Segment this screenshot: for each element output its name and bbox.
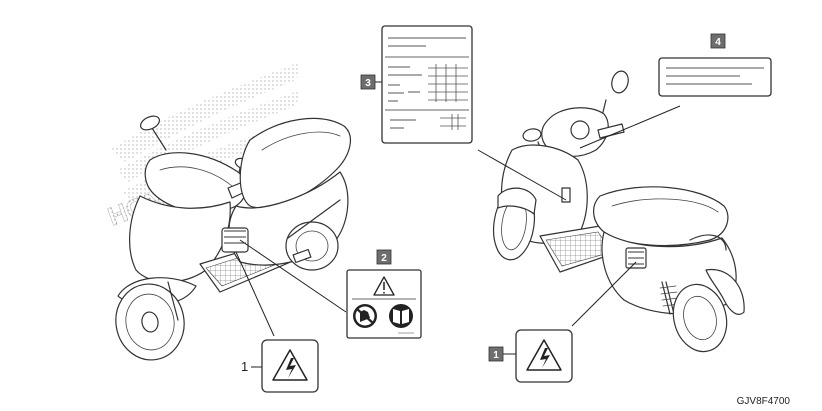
scooter-right-view — [492, 70, 745, 353]
read-manual-icon — [389, 304, 413, 328]
no-touch-prohibition-icon — [353, 304, 377, 328]
callout-4-number: 4 — [715, 37, 721, 48]
callout-3-number: 3 — [365, 78, 371, 89]
drawing-code: GJV8F4700 — [737, 396, 791, 407]
warning-triangle-icon — [373, 276, 395, 296]
label-4: 4 — [658, 33, 772, 97]
leader-lines — [235, 105, 681, 337]
label-2: 2 — [346, 249, 422, 339]
scooter-left-view — [115, 115, 352, 361]
label-1-left: 1 — [241, 339, 319, 393]
label-3: 3 — [360, 25, 473, 144]
callout-2-number: 2 — [381, 253, 387, 264]
callout-1-right-number: 1 — [493, 350, 499, 361]
electric-hazard-warning-icon — [526, 339, 562, 371]
electric-hazard-warning-icon — [272, 349, 308, 381]
spec-grid — [428, 64, 468, 102]
callout-1-left-number: 1 — [241, 359, 248, 374]
label-1-right: 1 — [488, 329, 573, 383]
